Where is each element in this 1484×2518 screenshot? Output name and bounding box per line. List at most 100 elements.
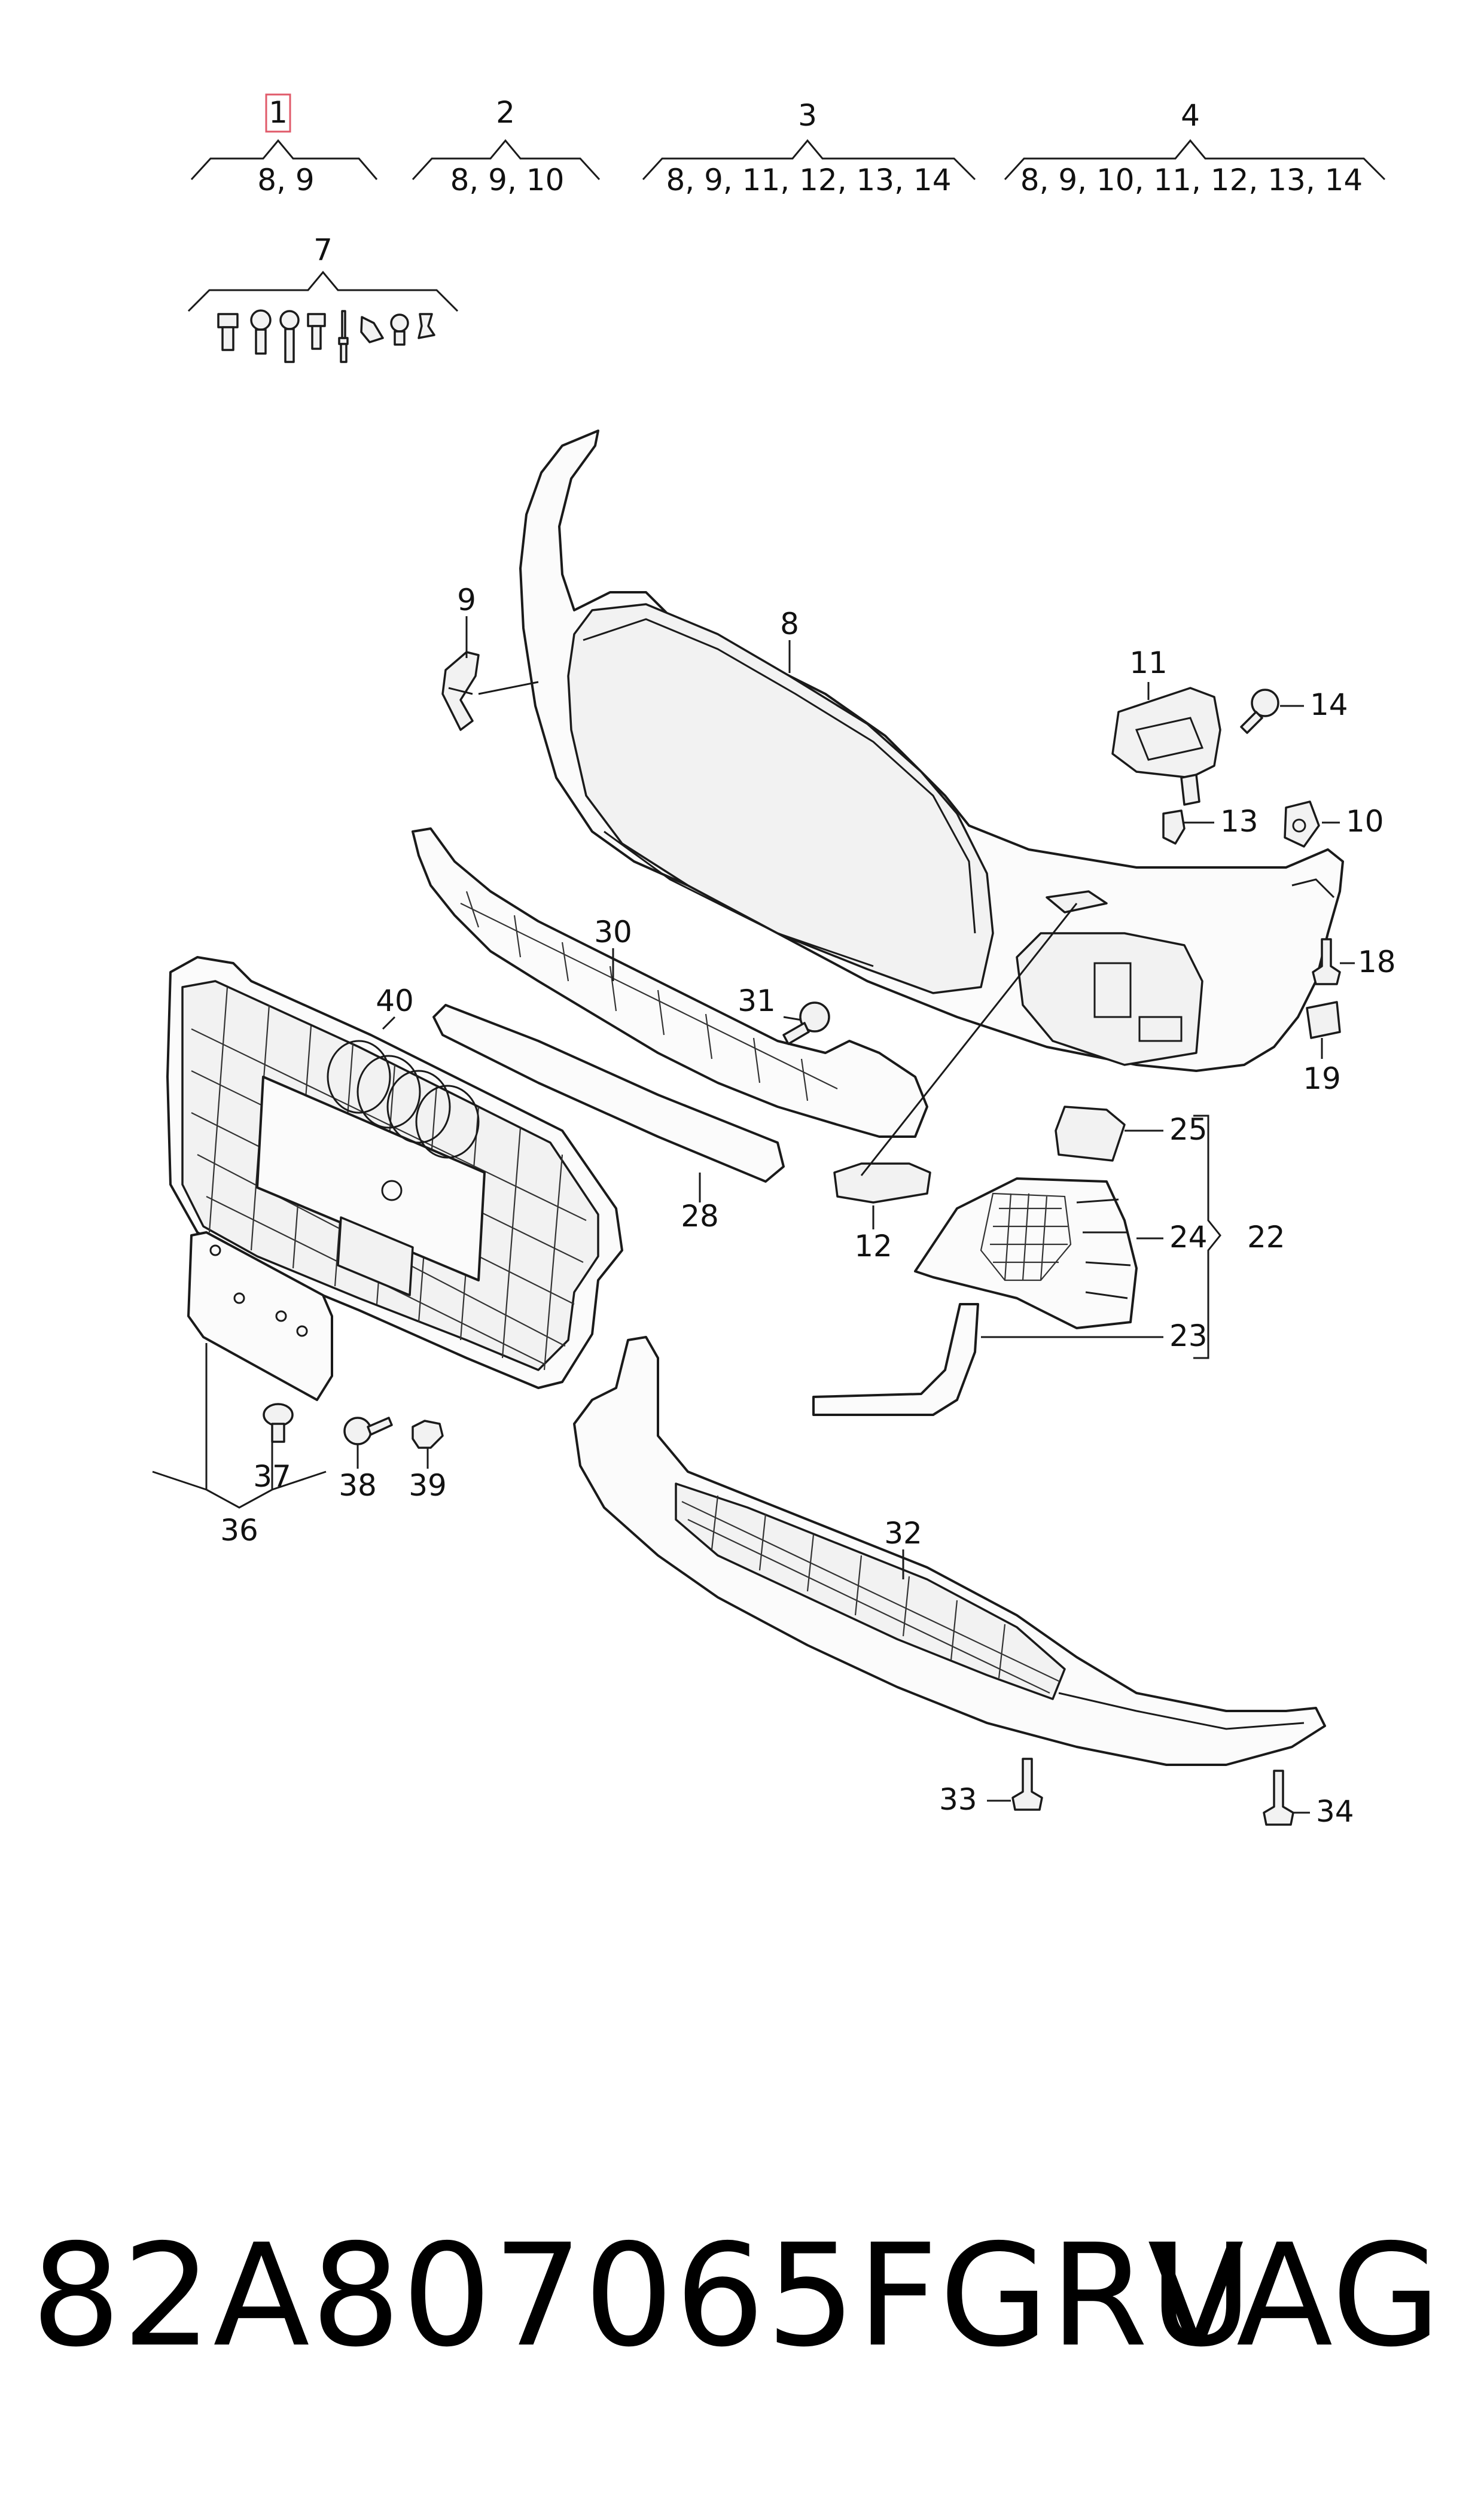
callout-33[interactable]: 33 bbox=[939, 1782, 977, 1817]
grille-sensor-window bbox=[337, 1216, 414, 1296]
clip-part-10[interactable] bbox=[1284, 800, 1320, 848]
screw-38-head bbox=[343, 1417, 372, 1445]
bracket-9-rib bbox=[448, 687, 473, 695]
screw-34-shape bbox=[1263, 1770, 1294, 1826]
group-3[interactable]: 3 8, 9, 11, 12, 13, 14 bbox=[642, 98, 976, 197]
mount-11-tab bbox=[1180, 774, 1200, 806]
mount-11-shape bbox=[1111, 687, 1221, 779]
group-1-parts: 8, 9 bbox=[257, 163, 314, 197]
screw-part-18[interactable] bbox=[1312, 938, 1341, 985]
screw-31-shank bbox=[782, 1022, 810, 1045]
group-4-number: 4 bbox=[1181, 98, 1200, 133]
callout-24[interactable]: 24 bbox=[1169, 1220, 1208, 1255]
callout-13[interactable]: 13 bbox=[1220, 804, 1258, 839]
grille-part-40[interactable] bbox=[166, 956, 623, 1389]
trim-strip-part-28[interactable] bbox=[432, 1004, 785, 1183]
clip-10-hole bbox=[1292, 818, 1306, 833]
intake-grille-part-24[interactable] bbox=[914, 1177, 1138, 1329]
trim-23-shape bbox=[812, 1303, 979, 1416]
callout-11[interactable]: 11 bbox=[1129, 646, 1168, 680]
leader-lines bbox=[152, 616, 1355, 1814]
group-7-number: 7 bbox=[313, 233, 333, 267]
callout-23[interactable]: 23 bbox=[1169, 1319, 1208, 1353]
callout-10[interactable]: 10 bbox=[1346, 804, 1384, 839]
cover-12-shape bbox=[833, 1162, 931, 1204]
fastener-37-head bbox=[263, 1403, 294, 1427]
callout-30[interactable]: 30 bbox=[594, 915, 632, 949]
callout-31[interactable]: 31 bbox=[738, 984, 776, 1018]
cover-part-12[interactable] bbox=[833, 1162, 931, 1204]
group-4[interactable]: 4 8, 9, 10, 11, 12, 13, 14 bbox=[1004, 98, 1386, 197]
brand-label: VAG bbox=[1147, 2213, 1442, 2378]
screw-part-33[interactable] bbox=[1011, 1758, 1043, 1811]
group-1-bracket bbox=[190, 139, 378, 181]
callout-39[interactable]: 39 bbox=[409, 1468, 447, 1503]
screw-part-31[interactable] bbox=[782, 1001, 830, 1045]
trim-part-23[interactable] bbox=[812, 1303, 979, 1416]
mount-11-window bbox=[1135, 717, 1204, 761]
screw-part-14[interactable] bbox=[1240, 689, 1279, 734]
group-1-number: 1 bbox=[269, 95, 288, 130]
plate-holder-hole bbox=[209, 1244, 221, 1256]
intake-grille-24-honeycomb bbox=[980, 1192, 1072, 1281]
group-3-bracket bbox=[642, 139, 976, 181]
callout-14[interactable]: 14 bbox=[1310, 687, 1348, 722]
grille-rings-logo bbox=[327, 1040, 480, 1159]
callout-22[interactable]: 22 bbox=[1247, 1220, 1285, 1255]
bumper-cover-outline bbox=[519, 430, 1344, 1072]
fastener-part-37[interactable] bbox=[263, 1403, 294, 1443]
carrier-part-30[interactable] bbox=[412, 827, 928, 1138]
group-4-parts: 8, 9, 10, 11, 12, 13, 14 bbox=[1020, 163, 1363, 197]
bumper-side-edge bbox=[1291, 878, 1335, 899]
callout-34[interactable]: 34 bbox=[1316, 1794, 1354, 1829]
screw-14-shank bbox=[1240, 711, 1263, 734]
callout-numbers: 8 9 11 14 13 10 18 19 30 31 40 28 12 25 … bbox=[220, 583, 1395, 1829]
callout-37[interactable]: 37 bbox=[253, 1459, 291, 1494]
group-7[interactable]: 7 bbox=[187, 233, 459, 363]
callout-18[interactable]: 18 bbox=[1358, 945, 1396, 979]
callout-12[interactable]: 12 bbox=[854, 1229, 892, 1263]
group-2-number: 2 bbox=[496, 95, 515, 130]
screw-33-shape bbox=[1011, 1758, 1043, 1811]
callout-8[interactable]: 8 bbox=[780, 607, 799, 641]
clip-part-19[interactable] bbox=[1306, 1001, 1341, 1039]
plate-holder-36-shape bbox=[187, 1231, 333, 1401]
callout-9[interactable]: 9 bbox=[457, 583, 476, 617]
callout-19[interactable]: 19 bbox=[1303, 1061, 1341, 1096]
tow-hook-cover-recess bbox=[1046, 890, 1108, 914]
clip-39-shape bbox=[412, 1420, 444, 1449]
callout-40[interactable]: 40 bbox=[376, 984, 414, 1018]
callout-25[interactable]: 25 bbox=[1169, 1112, 1208, 1147]
group-7-bracket bbox=[187, 270, 459, 312]
screw-part-38[interactable] bbox=[343, 1417, 393, 1445]
grille-camera-icon bbox=[381, 1180, 403, 1201]
clip-10-shape bbox=[1284, 800, 1320, 848]
group-4-bracket bbox=[1004, 139, 1386, 181]
callout-28[interactable]: 28 bbox=[681, 1199, 719, 1234]
screw-14-head bbox=[1251, 689, 1279, 717]
group-2[interactable]: 2 8, 9, 10 bbox=[412, 95, 601, 197]
group-1[interactable]: 1 8, 9 bbox=[190, 93, 378, 197]
bumper-cover-part-8[interactable] bbox=[519, 430, 1344, 1072]
screw-part-34[interactable] bbox=[1263, 1770, 1294, 1826]
screw-part-13[interactable] bbox=[1162, 809, 1186, 845]
part-number-label: 82A807065FGRU bbox=[31, 2213, 1254, 2378]
bumper-intake-slot bbox=[1138, 1016, 1183, 1042]
callout-38[interactable]: 38 bbox=[339, 1468, 377, 1503]
group-3-parts: 8, 9, 11, 12, 13, 14 bbox=[666, 163, 951, 197]
callout-32[interactable]: 32 bbox=[884, 1516, 922, 1551]
plate-holder-part-36[interactable] bbox=[187, 1231, 333, 1401]
fastener-37-body bbox=[271, 1423, 285, 1443]
lower-spoiler-part-32[interactable] bbox=[573, 1336, 1326, 1766]
bumper-intake-bracket bbox=[1093, 962, 1132, 1018]
bracket-part-25[interactable] bbox=[1055, 1106, 1126, 1162]
group-3-number: 3 bbox=[798, 98, 817, 133]
screw-38-shank bbox=[367, 1417, 393, 1436]
bracket-part-9[interactable] bbox=[441, 651, 480, 731]
clip-part-39[interactable] bbox=[412, 1420, 444, 1449]
callout-36[interactable]: 36 bbox=[220, 1513, 258, 1548]
plate-holder-hole bbox=[233, 1292, 245, 1304]
mount-part-11[interactable] bbox=[1111, 687, 1221, 806]
plate-holder-hole bbox=[275, 1310, 287, 1322]
